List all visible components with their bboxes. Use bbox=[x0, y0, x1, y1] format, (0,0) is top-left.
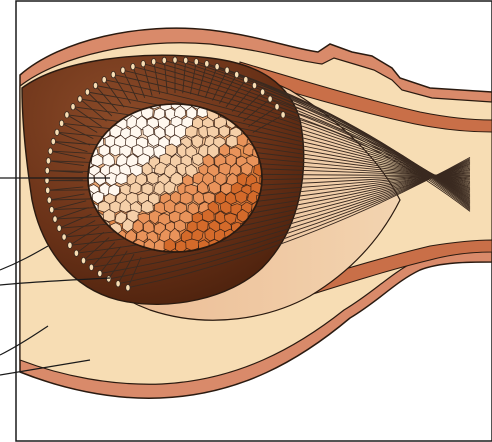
fiber-terminal bbox=[89, 264, 93, 270]
fiber-terminal bbox=[116, 281, 120, 287]
fiber-terminal bbox=[55, 129, 59, 135]
fiber-terminal bbox=[260, 89, 264, 95]
fiber-terminal bbox=[81, 257, 85, 263]
fiber-terminal bbox=[162, 57, 166, 63]
fiber-terminal bbox=[111, 71, 115, 77]
cell bbox=[110, 145, 121, 156]
fiber-terminal bbox=[51, 138, 55, 144]
fiber-terminal bbox=[71, 104, 75, 110]
fiber-terminal bbox=[65, 112, 69, 118]
fiber-terminal bbox=[225, 67, 229, 73]
cell bbox=[226, 135, 238, 147]
fiber-terminal bbox=[74, 250, 78, 256]
fiber-terminal bbox=[268, 96, 272, 102]
fiber-terminal bbox=[57, 225, 61, 231]
cell bbox=[186, 239, 199, 251]
fiber-terminal bbox=[252, 82, 256, 88]
fiber-terminal bbox=[131, 63, 135, 69]
fiber-terminal bbox=[205, 61, 209, 67]
fiber-terminal bbox=[235, 71, 239, 77]
fiber-terminal bbox=[46, 158, 50, 164]
fiber-terminal bbox=[46, 187, 50, 193]
fiber-terminal bbox=[107, 276, 111, 282]
fiber-terminal bbox=[126, 285, 130, 291]
fiber-terminal bbox=[47, 197, 51, 203]
fiber-terminal bbox=[85, 89, 89, 95]
fiber-terminal bbox=[152, 59, 156, 65]
fiber-terminal bbox=[141, 61, 145, 67]
fiber-terminal bbox=[184, 57, 188, 63]
fiber-terminal bbox=[53, 216, 57, 222]
fiber-terminal bbox=[93, 82, 97, 88]
fiber-terminal bbox=[173, 57, 177, 63]
fiber-terminal bbox=[45, 167, 49, 173]
fiber-terminal bbox=[59, 120, 63, 126]
fiber-terminal bbox=[102, 77, 106, 83]
fiber-terminal bbox=[121, 67, 125, 73]
fiber-terminal bbox=[48, 148, 52, 154]
fiber-terminal bbox=[68, 242, 72, 248]
fiber-terminal bbox=[50, 207, 54, 213]
fiber-terminal bbox=[194, 59, 198, 65]
cell bbox=[180, 192, 192, 204]
fiber-terminal bbox=[275, 104, 279, 110]
fiber-terminal bbox=[62, 234, 66, 240]
fiber-terminal bbox=[281, 112, 285, 118]
fiber-terminal bbox=[215, 63, 219, 69]
fiber-terminal bbox=[244, 77, 248, 83]
fiber-terminal bbox=[78, 96, 82, 102]
fiber-terminal bbox=[98, 270, 102, 276]
